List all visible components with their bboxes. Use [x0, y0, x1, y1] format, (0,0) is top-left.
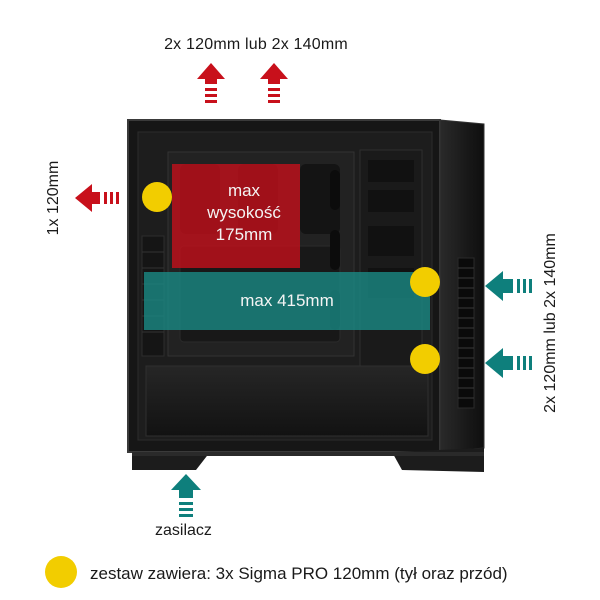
rear-fan-dot-icon: [142, 182, 172, 212]
rear-exhaust-arrow-icon: [75, 184, 119, 212]
front-fan-dot-icon: [410, 267, 440, 297]
cooler-clearance-zone: [172, 164, 300, 268]
legend-text: zestaw zawiera: 3x Sigma PRO 120mm (tył …: [90, 564, 508, 583]
front-fan-dot-icon: [410, 344, 440, 374]
psu-intake-arrow-icon: [171, 474, 201, 517]
cooler-label-line3: 175mm: [215, 225, 273, 244]
top-exhaust-arrow-icon: [260, 63, 288, 103]
gpu-clearance-zone: [144, 272, 430, 330]
cooler-clearance-label: max wysokość 175mm: [188, 180, 300, 246]
top-exhaust-arrow-icon: [197, 63, 225, 103]
psu-label: zasilacz: [155, 522, 212, 539]
front-fans-label: 2x 120mm lub 2x 140mm: [542, 233, 559, 413]
cooler-label-line2: wysokość: [207, 203, 281, 222]
cooler-label-line1: max: [227, 181, 261, 200]
top-fans-label: 2x 120mm lub 2x 140mm: [164, 36, 348, 53]
legend-fan-dot-icon: [45, 556, 77, 588]
front-intake-arrow-icon: [485, 348, 532, 378]
gpu-clearance-label: max 415mm: [240, 291, 334, 310]
rear-fan-label: 1x 120mm: [45, 160, 62, 236]
front-intake-arrow-icon: [485, 271, 532, 301]
